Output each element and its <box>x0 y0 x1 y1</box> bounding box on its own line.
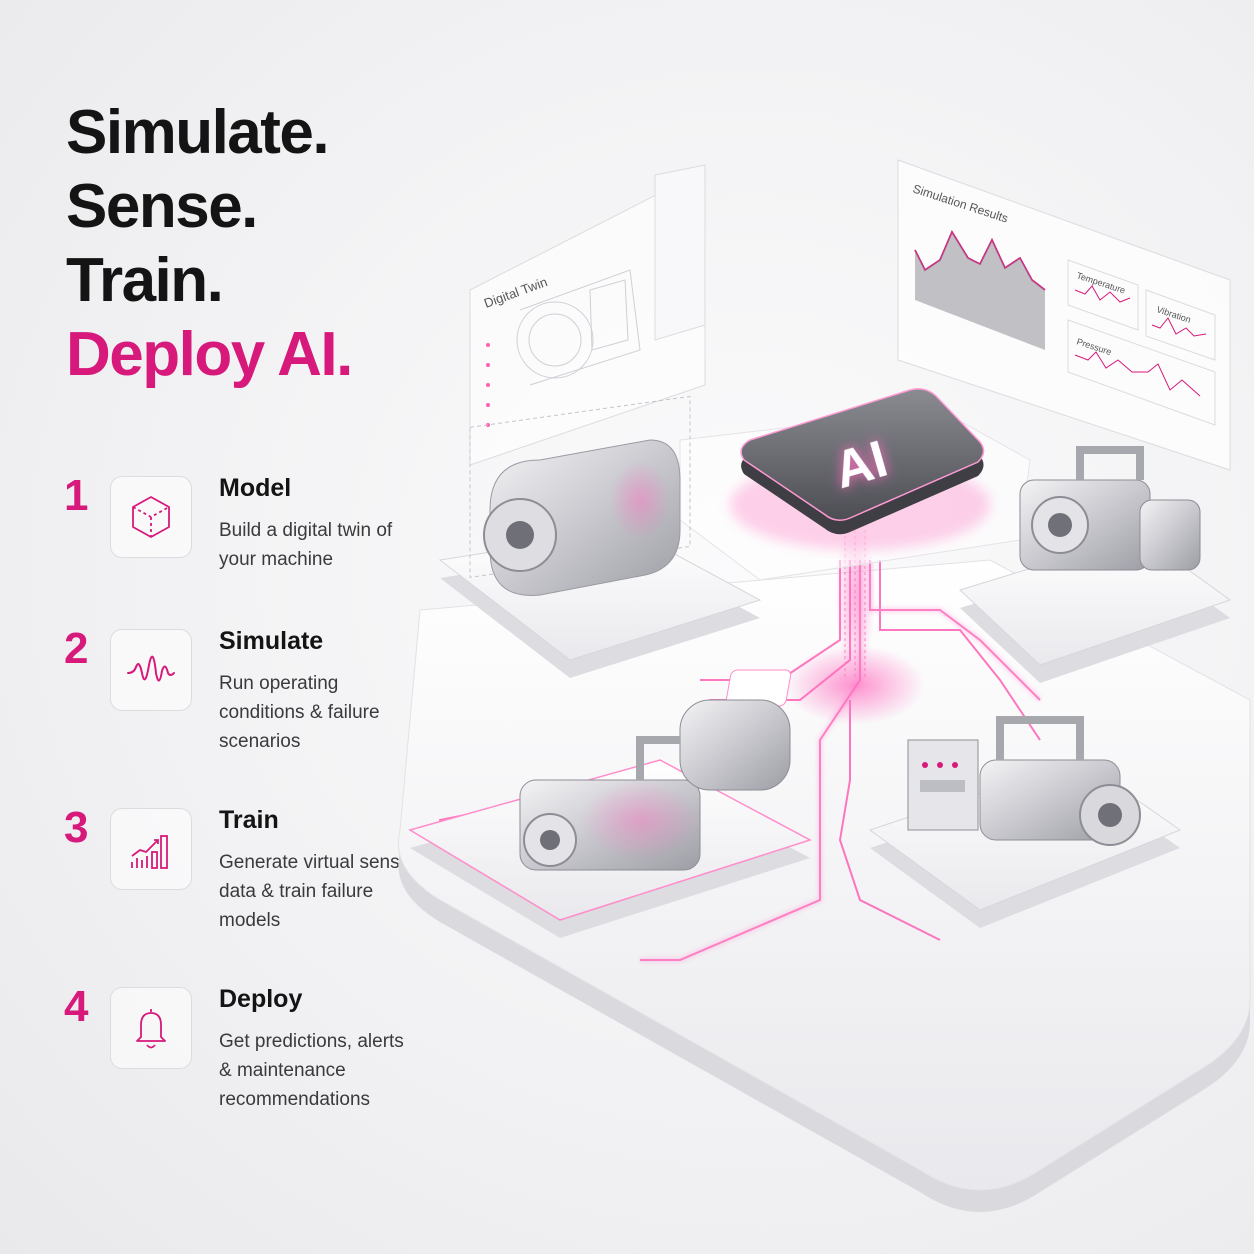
step-icon-box <box>110 476 192 558</box>
headline-line-4: Deploy AI. <box>66 320 353 389</box>
bar-chart-icon <box>131 835 168 869</box>
step-description: Run operating conditions & failure scena… <box>219 673 380 752</box>
step-number: 3 <box>64 803 89 852</box>
headline-line-1: Simulate. <box>66 98 330 167</box>
step-description: Generate virtual sensor data & train fai… <box>219 852 417 931</box>
digital-twin-scene: Digital Twin Simulation Results Temperat… <box>380 140 1254 1254</box>
simulation-results-panel <box>897 159 1231 471</box>
headline: Simulate. Sense. Train. Deploy AI. <box>66 96 353 392</box>
pump-lower-machine <box>907 716 1141 846</box>
step-number: 2 <box>64 624 89 673</box>
step-description: Build a digital twin of your machine <box>219 520 393 570</box>
waveform-icon <box>127 655 175 682</box>
step-number: 4 <box>64 982 89 1031</box>
step-number: 1 <box>64 471 89 520</box>
step-title: Deploy <box>219 985 303 1013</box>
step-simulate: 2 Simulate Run operating conditions & fa… <box>64 627 424 777</box>
step-title: Train <box>219 806 279 834</box>
cube-icon <box>132 496 170 538</box>
compressor-machine <box>519 699 791 871</box>
headline-line-2: Sense. <box>66 172 258 241</box>
step-deploy: 4 Deploy Get predictions, alerts & maint… <box>64 985 424 1135</box>
step-model: 1 Model Build a digital twin of your mac… <box>64 474 424 624</box>
step-description: Get predictions, alerts & maintenance re… <box>219 1031 404 1110</box>
turbine-machine <box>469 395 691 596</box>
scene-illustration: Digital Twin Simulation Results Temperat… <box>397 159 1251 1212</box>
headline-line-3: Train. <box>66 246 224 315</box>
ai-chip <box>730 388 990 550</box>
pump-right-machine <box>1019 446 1201 571</box>
center-glow <box>785 645 925 725</box>
step-title: Simulate <box>219 627 324 655</box>
digital-twin-panel <box>469 164 706 466</box>
step-train: 3 Train Generate virtual sensor data & t… <box>64 806 424 956</box>
bell-icon <box>136 1009 166 1049</box>
step-title: Model <box>219 474 292 502</box>
step-icon-box <box>110 629 192 711</box>
step-icon-box <box>110 808 192 890</box>
step-icon-box <box>110 987 192 1069</box>
